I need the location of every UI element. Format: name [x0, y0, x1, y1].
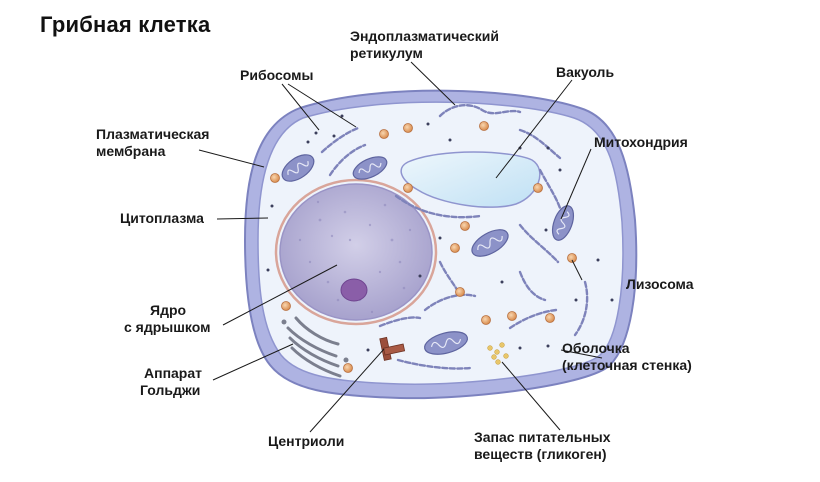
- label-glycogen-line1: Запас питательных: [474, 429, 611, 445]
- label-glycogen: Запас питательных веществ (гликоген): [474, 429, 611, 463]
- ribosomes: [266, 114, 614, 352]
- mitochondria: [281, 154, 575, 355]
- label-er-line2: ретикулум: [350, 45, 423, 61]
- label-wall-line2: (клеточная стенка): [562, 357, 692, 373]
- nucleolus: [340, 278, 368, 302]
- centrioles: [379, 336, 406, 361]
- label-golgi-line1: Аппарат: [144, 365, 203, 381]
- label-endoplasmic-reticulum: Эндоплазматический ретикулум: [350, 28, 499, 62]
- label-er-line1: Эндоплазматический: [350, 28, 499, 44]
- nucleus-envelope: [274, 178, 438, 326]
- chromatin-texture: [298, 200, 412, 314]
- golgi-apparatus: [281, 316, 349, 378]
- label-nucleus: Ядро с ядрышком: [124, 302, 224, 336]
- label-centrioles: Центриоли: [268, 433, 345, 449]
- leader-lines: [198, 61, 603, 433]
- label-glycogen-line2: веществ (гликоген): [474, 446, 607, 462]
- label-vacuole: Вакуоль: [556, 64, 615, 80]
- nucleus: [279, 183, 433, 321]
- endoplasmic-reticulum: [320, 104, 589, 370]
- label-plasma-membrane: Плазматическая мембрана: [96, 126, 238, 160]
- label-lysosome: Лизосома: [626, 276, 694, 292]
- label-golgi: Аппарат Гольджи: [140, 365, 202, 399]
- label-cell-wall: Оболочка (клеточная стенка): [562, 340, 692, 374]
- lysosomes: [270, 121, 577, 373]
- label-nucleus-line1: Ядро: [150, 302, 187, 318]
- label-nucleus-line2: с ядрышком: [124, 319, 211, 335]
- label-mitochondria: Митохондрия: [594, 134, 688, 150]
- label-ribosomes: Рибосомы: [240, 67, 314, 83]
- label-wall-line1: Оболочка: [562, 340, 630, 356]
- label-golgi-line2: Гольджи: [140, 382, 201, 398]
- glycogen-granules: [487, 342, 509, 365]
- diagram-title: Грибная клетка: [40, 12, 211, 37]
- label-membrane-line1: Плазматическая: [96, 126, 210, 142]
- label-membrane-line2: мембрана: [96, 143, 166, 159]
- label-cytoplasm: Цитоплазма: [120, 210, 204, 226]
